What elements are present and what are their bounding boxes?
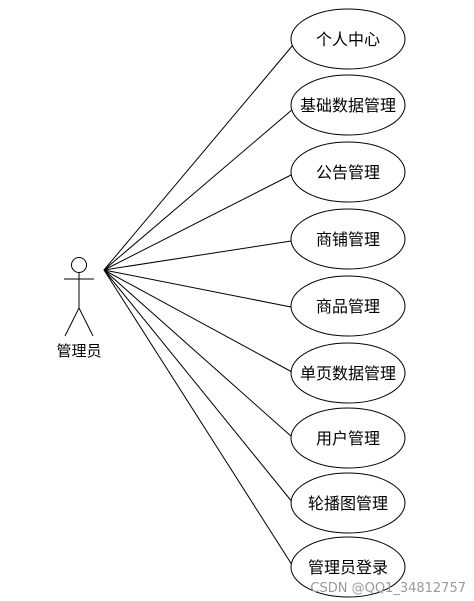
association-line	[103, 269, 295, 569]
use-case-ellipse	[290, 342, 406, 404]
actor-label: 管理员	[56, 342, 101, 360]
use-case-9[interactable]: 管理员登录	[290, 536, 406, 598]
use-case-6[interactable]: 单页数据管理	[290, 342, 406, 404]
association-line	[103, 269, 293, 438]
actor-figure	[64, 257, 94, 337]
use-case-1[interactable]: 个人中心	[290, 8, 406, 70]
use-case-label: 商铺管理	[316, 230, 380, 249]
actor-head	[71, 257, 87, 273]
use-case-label: 管理员登录	[308, 558, 388, 577]
use-case-3[interactable]: 公告管理	[290, 141, 406, 203]
association-line	[103, 108, 294, 271]
actor-left-leg	[64, 307, 80, 337]
use-case-ellipse	[290, 141, 406, 203]
association-line	[103, 269, 293, 373]
watermark: CSDN @QQ1_34812757	[310, 581, 466, 596]
use-case-label: 公告管理	[316, 163, 380, 182]
use-case-label: 商品管理	[316, 297, 380, 316]
use-case-label: 个人中心	[316, 30, 380, 49]
use-case-ellipse	[290, 208, 406, 270]
use-case-7[interactable]: 用户管理	[290, 407, 406, 469]
association-line	[103, 174, 292, 271]
use-case-2[interactable]: 基础数据管理	[290, 74, 406, 136]
use-case-ellipse	[290, 472, 406, 534]
use-case-ellipse	[290, 74, 406, 136]
association-line	[103, 269, 294, 504]
use-case-label: 轮播图管理	[308, 494, 388, 513]
association-line	[103, 44, 294, 271]
actor-right-leg	[78, 307, 94, 337]
use-case-ellipse	[290, 275, 406, 337]
association-line	[103, 240, 292, 271]
use-case-label: 用户管理	[316, 429, 380, 448]
use-case-label: 基础数据管理	[300, 96, 396, 115]
use-case-label: 单页数据管理	[300, 364, 396, 383]
use-case-5[interactable]: 商品管理	[290, 275, 406, 337]
use-case-ellipse	[290, 8, 406, 70]
use-case-ellipse	[290, 407, 406, 469]
association-line	[103, 269, 292, 308]
use-case-4[interactable]: 商铺管理	[290, 208, 406, 270]
association-lines	[103, 44, 295, 569]
use-case-ellipse	[290, 536, 406, 598]
use-case-8[interactable]: 轮播图管理	[290, 472, 406, 534]
